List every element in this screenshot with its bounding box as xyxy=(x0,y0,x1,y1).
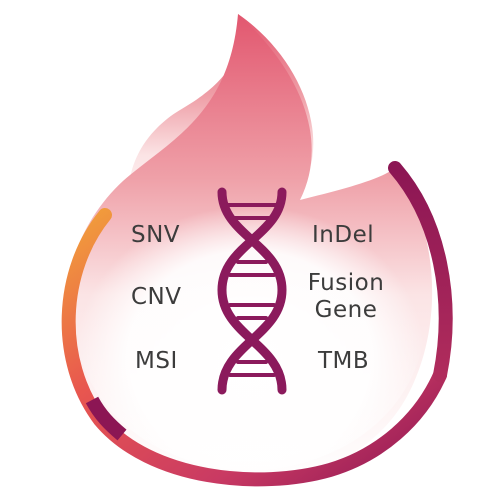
label-cnv: CNV xyxy=(131,284,182,310)
label-tmb: TMB xyxy=(318,348,370,374)
ring-lower xyxy=(61,208,447,487)
label-snv: SNV xyxy=(131,222,181,248)
label-gene: Gene xyxy=(314,297,378,323)
label-fusion: Fusion xyxy=(307,270,385,296)
label-msi: MSI xyxy=(135,348,178,374)
ring-right xyxy=(388,161,453,382)
label-indel: InDel xyxy=(312,222,375,248)
ring-accent xyxy=(85,396,127,441)
dna-helix-icon xyxy=(217,187,287,395)
